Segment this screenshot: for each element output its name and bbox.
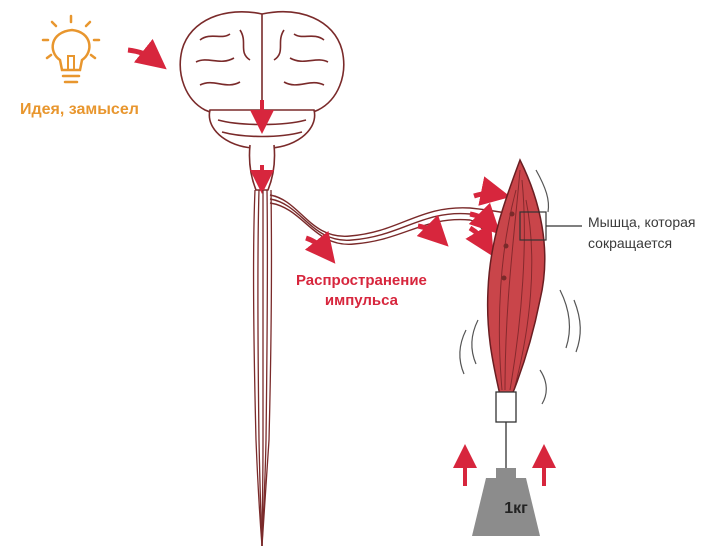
arrow-impulse-2 (418, 226, 438, 236)
muscle-label-line2: сокращается (588, 233, 696, 254)
muscle-label-line1: Мышца, которая (588, 212, 696, 233)
muscle (488, 160, 545, 468)
impulse-label-line1: Распространение (296, 271, 427, 291)
arrow-idea-to-brain (128, 50, 155, 60)
idea-label: Идея, замысел (20, 101, 139, 119)
spinal-cord (253, 190, 271, 546)
arrow-impulse-1 (306, 238, 326, 252)
impulse-label-line2: импульса (296, 291, 427, 311)
motor-nerve (270, 195, 512, 278)
lightbulb-icon (43, 16, 99, 82)
weight-label: 1кг (483, 500, 549, 518)
muscle-label: Мышца, которая сокращается (588, 212, 696, 254)
arrow-impulse-3 (474, 193, 496, 196)
arrow-impulse-4 (470, 214, 490, 224)
impulse-label: Распространение импульса (296, 271, 427, 311)
